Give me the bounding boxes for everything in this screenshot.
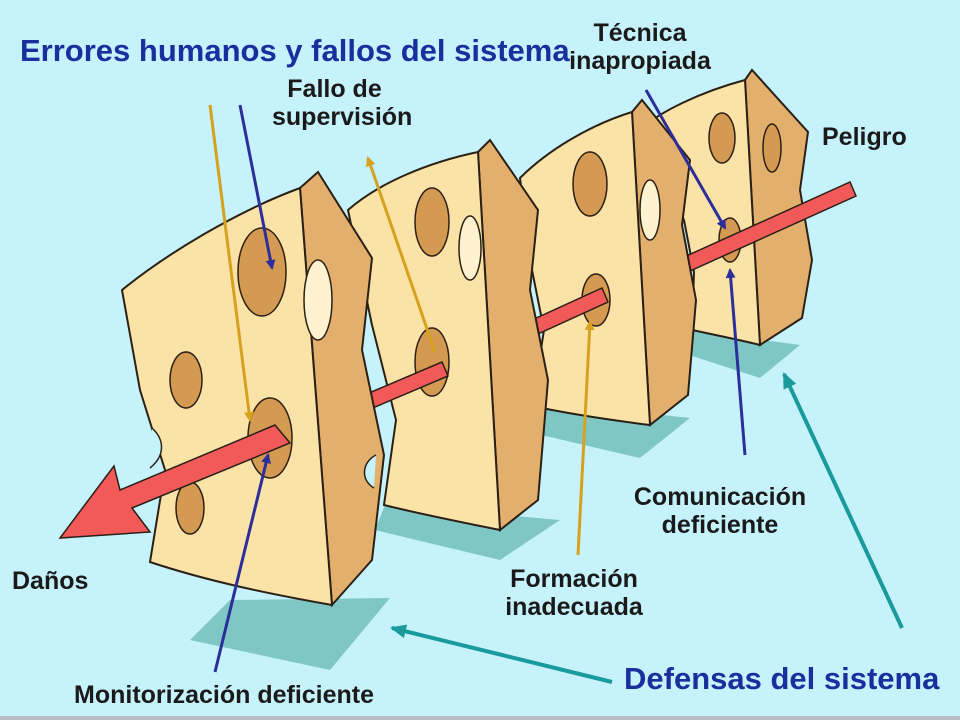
label-comunicacion-deficiente: Comunicación deficiente [633,483,807,539]
arrow-formacion-gold [576,320,595,556]
arrow-defensas-teal-left [390,624,613,684]
label-danos: Daños [12,567,89,595]
label-monitorizacion-deficiente: Monitorización deficiente [74,681,375,709]
arrow-defensas-teal-right [782,372,904,629]
arrow-supervision-gold [365,156,437,353]
cheese-slice-3 [518,98,698,458]
slice-2-side-hole [458,215,482,281]
label-fallo-supervision: Fallo de supervisión [272,75,413,131]
label-peligro: Peligro [822,123,907,151]
slice-4-hole [708,112,736,164]
cheese-slice-2 [346,138,560,560]
slice-1-hole-top [237,227,287,317]
arrow-monitorizacion-blue [213,453,271,673]
slice-3-hole [572,151,608,217]
slice-1-edge-notch [149,427,163,469]
arrow-comunicacion-blue [725,268,747,456]
arrow-errores-gold [208,104,254,422]
slice-1-shadow [190,598,390,670]
slice-4-shadow [680,330,800,378]
arrow-tecnica-blue [644,89,727,230]
label-tecnica-inapropiada: Técnica inapropiada [569,19,711,75]
slice-1-hole-left [169,351,203,409]
bottom-divider [0,716,960,720]
slice-2-hole [414,187,450,257]
label-errores-humanos: Errores humanos y fallos del sistema [20,33,570,68]
label-formacion-inadecuada: Formación inadecuada [505,565,643,621]
slice-1-hole-bottom [175,481,205,535]
slice-4-side-hole [762,123,782,173]
slice-1-side-notch [363,454,377,489]
slice-2-side [476,138,550,532]
slice-3-side-hole [639,179,661,241]
label-defensas-sistema: Defensas del sistema [624,661,940,696]
slice-1-side-hole [303,259,333,341]
slice-4-side [743,68,814,347]
arrow-errores-blue [238,104,276,270]
cheese-slice-1 [120,170,390,670]
